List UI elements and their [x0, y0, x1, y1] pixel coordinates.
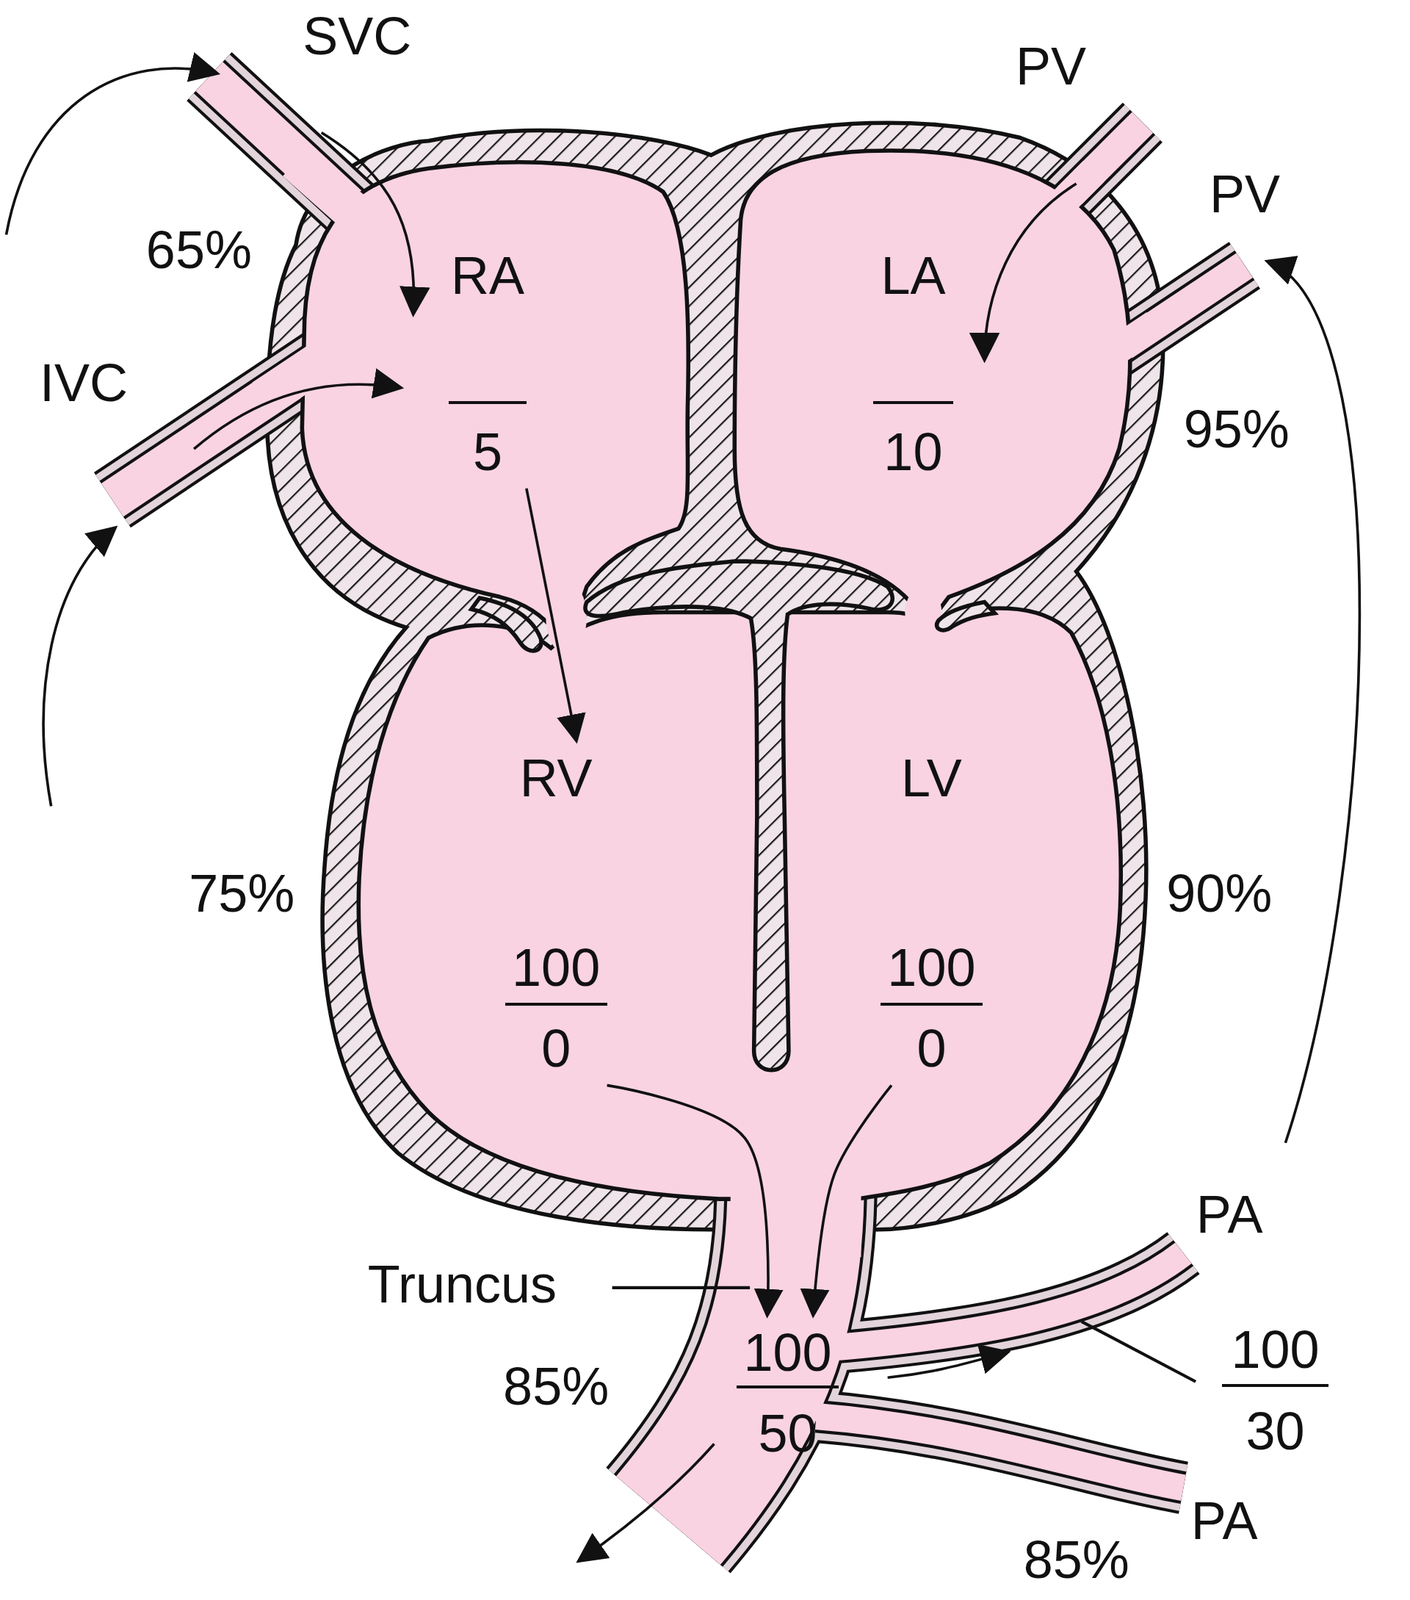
- leader-line: [612, 1285, 751, 1289]
- saturation-label: 85%: [503, 1359, 609, 1413]
- vessel-wall: [815, 1415, 1184, 1488]
- mitral-opening: [904, 587, 942, 637]
- pressure-value: 10: [873, 400, 953, 479]
- pressure-value: 0: [916, 1021, 946, 1075]
- saturation-label: 85%: [1023, 1532, 1130, 1586]
- atrium-chamber: LA 10: [873, 248, 953, 479]
- vessel-wall: [815, 1252, 1184, 1350]
- pressure-value: 100: [880, 940, 983, 1007]
- vessel-lumen: [815, 1415, 1184, 1488]
- vessel-label: PV: [1209, 167, 1281, 221]
- pv-opening: [1096, 324, 1155, 364]
- flow-connector: [526, 488, 577, 741]
- saturation-label: 90%: [1166, 866, 1272, 920]
- valve-flap: [471, 597, 542, 651]
- leader-line: [1081, 1321, 1197, 1382]
- vessel-label: PA: [1191, 1493, 1258, 1547]
- flow-arrow: [1266, 261, 1360, 1143]
- vessel-tubes: [112, 76, 1245, 1520]
- flow-arrow: [6, 68, 219, 235]
- vessel-label: IVC: [39, 356, 128, 410]
- saturation-label: 65%: [146, 223, 252, 277]
- pressure-value: 30: [1246, 1404, 1305, 1457]
- pressure-value: 5: [448, 400, 527, 479]
- svc-opening: [295, 160, 368, 224]
- pressure-value: 100: [1222, 1322, 1328, 1387]
- flow-arrow: [43, 527, 116, 806]
- pressure-value: 0: [541, 1021, 571, 1075]
- chamber-name: LV: [901, 751, 963, 805]
- heart-wall: [267, 122, 1164, 1230]
- truncus-vessel: 10050: [736, 1325, 839, 1460]
- vessel-wall: [815, 1252, 1184, 1350]
- atrium-chamber: RA 5: [448, 248, 527, 479]
- left-atrium: [734, 150, 1131, 617]
- ventricles: [358, 608, 1121, 1199]
- chamber-name: LA: [880, 248, 946, 302]
- chamber-name: RV: [519, 751, 593, 805]
- flow-connector: [812, 1084, 892, 1315]
- flow-connector: [607, 1084, 769, 1315]
- vessel-wall: [815, 1252, 1184, 1350]
- flow-arrow: [321, 132, 415, 315]
- valve-flap: [937, 602, 996, 631]
- flow-arrow: [193, 384, 401, 449]
- vessel-label: PA: [1196, 1187, 1264, 1241]
- saturation-label: 75%: [188, 866, 295, 920]
- pressure-value: 50: [757, 1406, 817, 1460]
- flow-arrow: [578, 1443, 715, 1561]
- ventricle-chamber: RV 100 0: [505, 751, 608, 1076]
- flow-arrow: [984, 183, 1077, 360]
- vessel-lumen: [815, 1252, 1184, 1350]
- saturation-label: 95%: [1183, 402, 1290, 456]
- chamber-name: RA: [450, 248, 525, 302]
- vessel-wall: [815, 1415, 1184, 1488]
- pv-opening: [1035, 171, 1094, 230]
- part-name: Truncus: [367, 1257, 557, 1311]
- pressure-value: 100: [505, 940, 608, 1007]
- septum: [585, 561, 893, 1070]
- truncus-opening: [730, 1172, 862, 1257]
- pressure-value: 100: [736, 1325, 839, 1389]
- flow-arrow: [887, 1351, 1009, 1377]
- openings: [263, 160, 1156, 1257]
- vessel-label: SVC: [302, 9, 412, 63]
- ventricle-chamber: LV 100 0: [880, 751, 983, 1076]
- vessel-label: PV: [1015, 39, 1087, 93]
- vessel-wall: [815, 1415, 1184, 1488]
